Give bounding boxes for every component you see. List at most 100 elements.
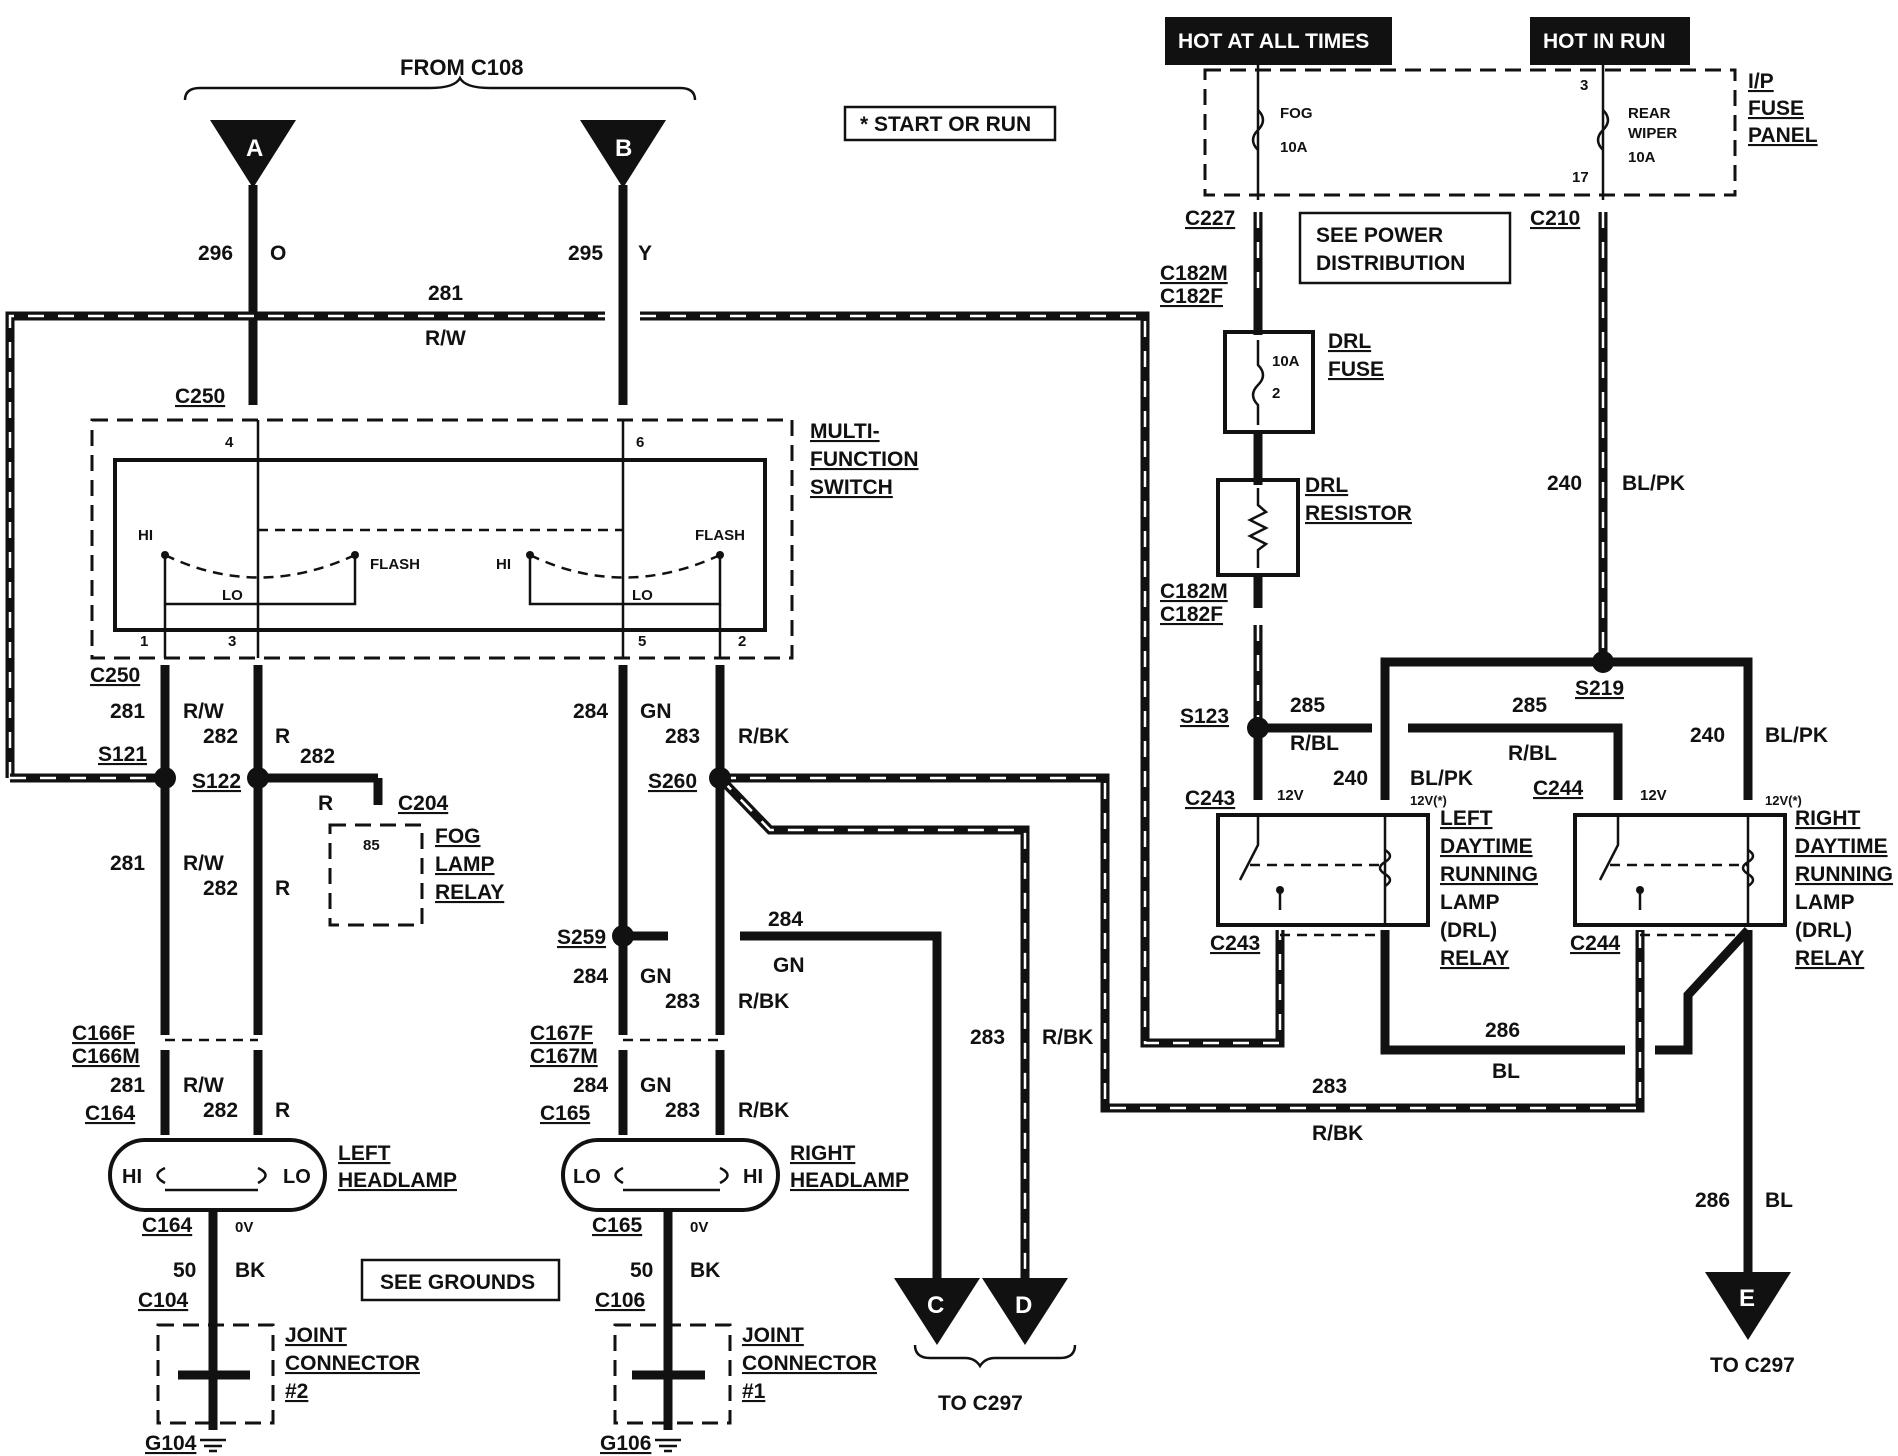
wire-281-b-number: 281 (110, 852, 145, 875)
wire-50-left-color: BK (235, 1259, 265, 1282)
c243-top-label: C243 (1185, 787, 1235, 810)
right-drl-title-2: DAYTIME (1795, 835, 1888, 858)
right-drl-title-4: LAMP (1795, 891, 1855, 914)
rear-wiper-fuse-rating: 10A (1628, 149, 1656, 166)
wire-281-loop (5, 311, 1285, 1048)
left-drl-title-3: RUNNING (1440, 863, 1538, 886)
connector-d: D (982, 1278, 1068, 1345)
fuse-panel-title-3: PANEL (1748, 124, 1818, 147)
switch-lo-right: LO (632, 587, 653, 604)
wire-286-h-color: BL (1492, 1060, 1520, 1083)
switch-pin-4: 4 (225, 434, 234, 451)
wire-282-a-number: 282 (203, 725, 238, 748)
fog-relay-title-1: FOG (435, 825, 481, 848)
to-c297-right-label: TO C297 (1710, 1354, 1795, 1377)
hot-at-all-times-badge (1165, 17, 1392, 65)
wire-281-top-number: 281 (428, 282, 463, 305)
splice-s122 (247, 767, 269, 789)
connector-c-label: C (927, 1292, 944, 1319)
switch-pin-5: 5 (638, 633, 646, 650)
multi-function-switch-box (90, 418, 794, 660)
wire-240-vert-number: 240 (1547, 472, 1582, 495)
wire-284-c-color: GN (640, 1074, 672, 1097)
wire-283-h-color: R/BK (1312, 1122, 1363, 1145)
wire-282-fog-color: R (318, 792, 333, 815)
jc2-title-1: JOINT (285, 1324, 347, 1347)
switch-pin-2: 2 (738, 633, 746, 650)
switch-title-3: SWITCH (810, 476, 893, 499)
wire-281-c-color: R/W (183, 1074, 224, 1097)
left-drl-title-6: RELAY (1440, 947, 1509, 970)
switch-hi-right: HI (496, 556, 511, 573)
right-headlamp-lo: LO (573, 1166, 601, 1188)
right-headlamp-filaments (614, 1166, 729, 1192)
fuse-panel-pin-17: 17 (1572, 169, 1589, 186)
c106-label: C106 (595, 1289, 645, 1312)
g106-label: G106 (600, 1432, 651, 1455)
wire-283-a-color: R/BK (738, 725, 789, 748)
drl-fuse-box (1223, 330, 1315, 434)
wire-282-b-color: R (275, 877, 290, 900)
c166m-label: C166M (72, 1045, 140, 1068)
c165-bottom-label: C165 (592, 1214, 643, 1237)
right-drl-title-6: RELAY (1795, 947, 1864, 970)
connector-c: C (894, 1278, 980, 1345)
jc2-title-2: CONNECTOR (285, 1352, 420, 1375)
wire-282-b-number: 282 (203, 877, 238, 900)
wire-281-a-number: 281 (110, 700, 145, 723)
switch-inner-box (113, 458, 767, 632)
left-headlamp-lo: LO (283, 1166, 311, 1188)
left-headlamp-body (108, 1138, 327, 1212)
connector-a-label: A (246, 135, 263, 162)
ip-fuse-panel-box (1203, 68, 1737, 197)
c164-bottom-label: C164 (142, 1214, 193, 1237)
fog-fuse-rating: 10A (1280, 139, 1308, 156)
wire-283-b-number: 283 (665, 990, 700, 1013)
connector-b: B (580, 120, 666, 188)
left-drl-title-5: (DRL) (1440, 919, 1497, 942)
s122-label: S122 (192, 770, 241, 793)
s259-label: S259 (557, 926, 606, 949)
left-relay-12v-b: 12V(*) (1410, 793, 1447, 808)
s260-label: S260 (648, 770, 697, 793)
wire-282-a-color: R (275, 725, 290, 748)
wire-284-a-color: GN (640, 700, 672, 723)
from-c108-brace (183, 75, 697, 101)
c204-label: C204 (398, 792, 449, 815)
wire-284-b-color: GN (640, 965, 672, 988)
wire-284-b-number: 284 (573, 965, 608, 988)
s123-label: S123 (1180, 705, 1229, 728)
wire-295-number: 295 (568, 242, 603, 265)
right-headlamp-title-2: HEADLAMP (790, 1169, 909, 1192)
wire-285 (1253, 723, 1623, 800)
wire-283-d-color: R/BK (1042, 1026, 1093, 1049)
connector-a: A (210, 120, 296, 188)
see-grounds-box (360, 1258, 561, 1302)
c167m-label: C167M (530, 1045, 598, 1068)
left-headlamp-title-2: HEADLAMP (338, 1169, 457, 1192)
splice-s219 (1592, 651, 1614, 673)
left-drl-relay-box (1216, 813, 1430, 927)
left-drl-title-2: DAYTIME (1440, 835, 1533, 858)
switch-flash-right: FLASH (695, 527, 745, 544)
wire-240-right-color: BL/PK (1765, 724, 1828, 747)
c182f-top-label: C182F (1160, 285, 1223, 308)
drl-fuse-title-1: DRL (1328, 330, 1371, 353)
ground-symbol-g104 (200, 1438, 226, 1453)
wire-285-right-color: R/BL (1508, 742, 1557, 765)
fog-lamp-relay-box (328, 823, 424, 927)
start-or-run-box (843, 105, 1057, 142)
ground-symbol-g106 (655, 1438, 681, 1453)
wire-240-left-color: BL/PK (1410, 767, 1473, 790)
switch-pin-6: 6 (636, 434, 644, 451)
c165-top-label: C165 (540, 1102, 591, 1125)
drl-resistor-element (1247, 488, 1269, 568)
c166f-label: C166F (72, 1022, 135, 1045)
wire-50-left-number: 50 (173, 1259, 196, 1282)
wire-283-a-number: 283 (665, 725, 700, 748)
wire-240-vert-color: BL/PK (1622, 472, 1685, 495)
wire-285-right-number: 285 (1512, 694, 1547, 717)
joint-connector-2-cross (178, 1310, 250, 1430)
switch-internal (161, 420, 724, 658)
